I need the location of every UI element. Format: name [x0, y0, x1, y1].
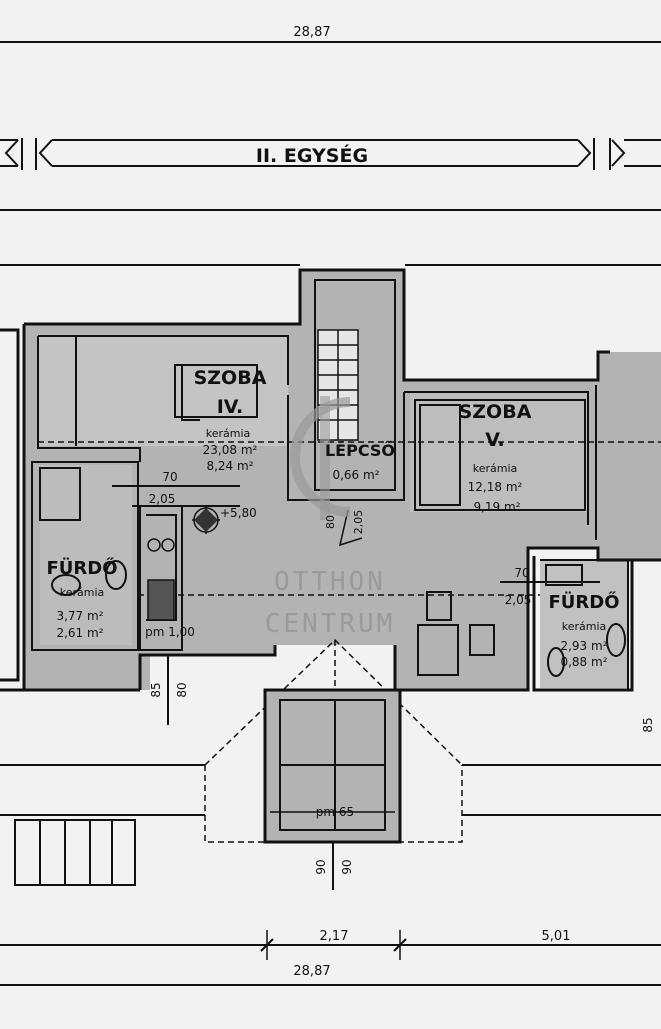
- svg-text:2,61 m²: 2,61 m²: [56, 626, 103, 640]
- stair-label: LÉPCSŐ 0,66 m² 80 2,05: [324, 440, 395, 534]
- dining-table: [417, 591, 495, 676]
- level-label: +5,80: [220, 506, 257, 520]
- top-total-dimension: 28,87: [293, 25, 330, 40]
- annotations: 70 2,05 +5,80 70 2,05 pm 1,00 pm 65: [145, 470, 531, 819]
- bath-right-label: FÜRDŐ kerámia 2,93 m² 0,88 m²: [548, 591, 619, 669]
- bottom-right-dimension: 5,01: [542, 929, 571, 944]
- room-5-label: SZOBA V. kerámia 12,18 m² 9,19 m²: [459, 401, 532, 514]
- svg-text:90: 90: [340, 859, 354, 874]
- dormer: [263, 688, 402, 844]
- svg-text:80: 80: [175, 682, 189, 697]
- svg-text:2,93 m²: 2,93 m²: [560, 639, 607, 653]
- interior-walls: [31, 335, 629, 690]
- level-marker: [192, 506, 220, 534]
- right-vertical-dim: 85: [641, 717, 655, 732]
- svg-text:IV.: IV.: [217, 396, 244, 418]
- building-body: [24, 270, 661, 690]
- svg-text:8,24 m²: 8,24 m²: [206, 459, 253, 473]
- left-vertical-dims: 85 80: [149, 655, 189, 725]
- bottom-total-dimension: 28,87: [293, 964, 330, 979]
- svg-text:FÜRDŐ: FÜRDŐ: [46, 557, 117, 579]
- svg-text:0,66 m²: 0,66 m²: [332, 468, 379, 482]
- kitchen-hob: [147, 538, 175, 621]
- unit-banner-label: II. EGYSÉG: [256, 144, 368, 167]
- door-right-height: 2,05: [505, 593, 532, 607]
- door-top-width: 70: [162, 470, 177, 484]
- watermark-line2: CENTRUM: [265, 609, 396, 639]
- svg-text:80: 80: [324, 515, 337, 529]
- svg-text:kerámia: kerámia: [60, 586, 105, 599]
- room-4-label: SZOBA IV. kerámia 23,08 m² 8,24 m²: [194, 367, 267, 473]
- bath-fixtures-left: [39, 467, 127, 596]
- svg-text:V.: V.: [485, 429, 504, 451]
- parapet-bottom: pm 65: [316, 805, 354, 819]
- bath-fixtures-right: [545, 564, 626, 677]
- bottom-dimensions: 2,17 5,01 28,87: [0, 929, 661, 986]
- parapet-left: pm 1,00: [145, 625, 195, 639]
- door-top-height: 2,05: [149, 492, 176, 506]
- svg-text:2,05: 2,05: [352, 510, 365, 535]
- svg-text:3,77 m²: 3,77 m²: [56, 609, 103, 623]
- svg-text:SZOBA: SZOBA: [459, 401, 532, 423]
- lower-structures: [0, 764, 661, 890]
- bath-left-label: FÜRDŐ kerámia 3,77 m² 2,61 m²: [46, 557, 117, 640]
- svg-text:kerámia: kerámia: [206, 427, 251, 440]
- svg-text:9,19 m²: 9,19 m²: [473, 500, 520, 514]
- door-right-width: 70: [514, 566, 529, 580]
- svg-text:FÜRDŐ: FÜRDŐ: [548, 591, 619, 613]
- bottom-mid-dimension: 2,17: [320, 929, 349, 944]
- top-dimension: 28,87: [0, 25, 661, 43]
- svg-text:85: 85: [149, 682, 163, 697]
- svg-text:0,88 m²: 0,88 m²: [560, 655, 607, 669]
- unit-banner: II. EGYSÉG: [0, 138, 661, 170]
- svg-text:kerámia: kerámia: [473, 462, 518, 475]
- bottom-vertical-dims: 90 90: [314, 859, 354, 874]
- bed: [174, 364, 586, 511]
- svg-text:90: 90: [314, 859, 328, 874]
- watermark-line1: OTTHON: [274, 567, 386, 597]
- svg-text:12,18 m²: 12,18 m²: [468, 480, 523, 494]
- svg-text:SZOBA: SZOBA: [194, 367, 267, 389]
- svg-text:LÉPCSŐ: LÉPCSŐ: [325, 440, 395, 460]
- door-markers: [112, 485, 600, 583]
- svg-text:kerámia: kerámia: [562, 620, 607, 633]
- svg-text:23,08 m²: 23,08 m²: [203, 443, 258, 457]
- watermark: OTTHON CENTRUM: [265, 396, 396, 639]
- exterior-walls: [0, 268, 661, 692]
